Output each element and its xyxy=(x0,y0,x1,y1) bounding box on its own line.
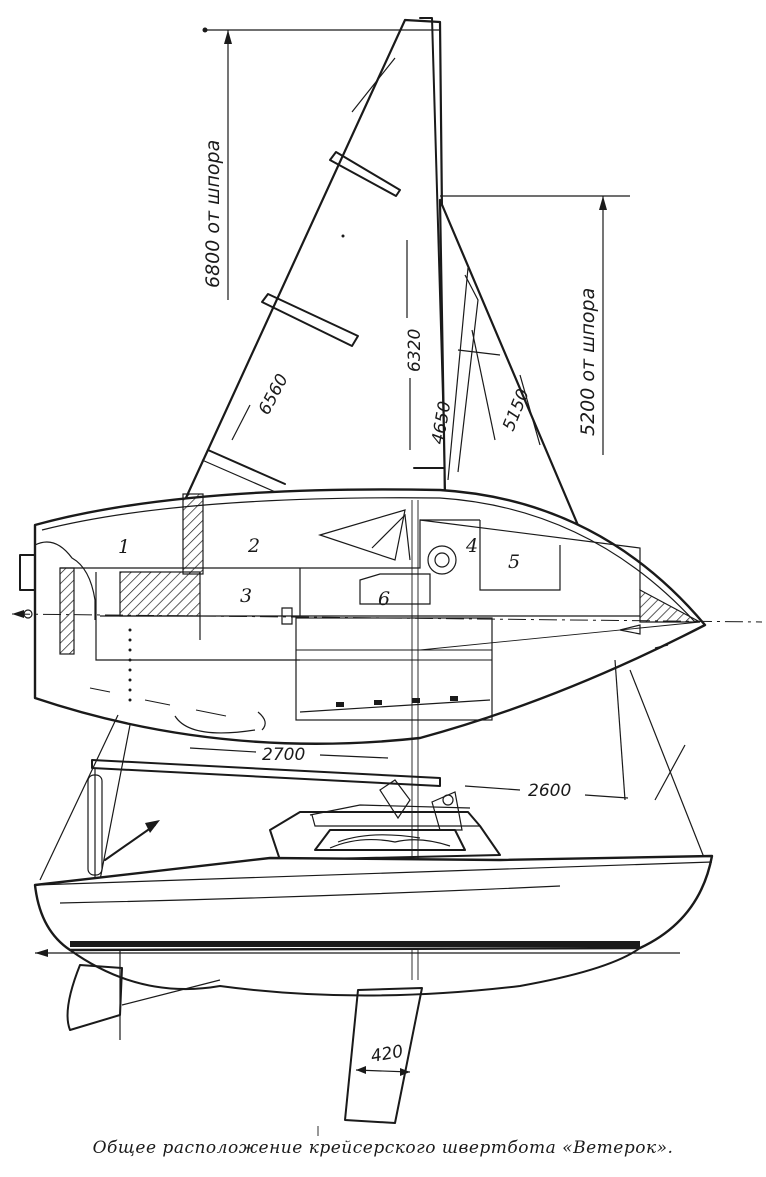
jib xyxy=(438,198,582,532)
label-mainsail-luff: 6320 xyxy=(405,329,425,372)
figure-caption: Общее расположение крейсерского швертбот… xyxy=(92,1138,674,1158)
batten-1 xyxy=(329,151,401,197)
compartment-6: 6 xyxy=(378,588,390,610)
cabin-window xyxy=(314,829,466,851)
label-mast-height: 6800 от шпора xyxy=(202,140,224,288)
batten-3 xyxy=(207,449,286,485)
compartment-4: 4 xyxy=(465,535,478,557)
deck-plan: 1 2 3 4 5 6 xyxy=(11,467,763,745)
side-view-hull: 420 xyxy=(33,804,714,1136)
label-jib-leech-base: 2600 xyxy=(528,781,571,801)
label-forestay-height: 5200 от шпора xyxy=(577,288,599,436)
compartment-3: 3 xyxy=(240,585,252,607)
compartment-1: 1 xyxy=(118,536,130,558)
centreboard xyxy=(344,987,423,1124)
side-view-rigging: 2700 2600 xyxy=(39,659,706,980)
compartment-5: 5 xyxy=(508,551,520,573)
compartment-2: 2 xyxy=(247,535,260,557)
batten-2 xyxy=(261,293,359,347)
label-centreboard-width: 420 xyxy=(369,1042,404,1067)
mainsail xyxy=(183,17,447,502)
height-dimension-5200: 5200 от шпора xyxy=(440,195,630,455)
height-dimension-6800: 6800 от шпора xyxy=(202,27,440,300)
label-mainsail-foot: 2700 xyxy=(262,745,305,765)
boom xyxy=(91,759,441,787)
rudder xyxy=(66,964,123,1031)
cabin xyxy=(269,811,501,861)
